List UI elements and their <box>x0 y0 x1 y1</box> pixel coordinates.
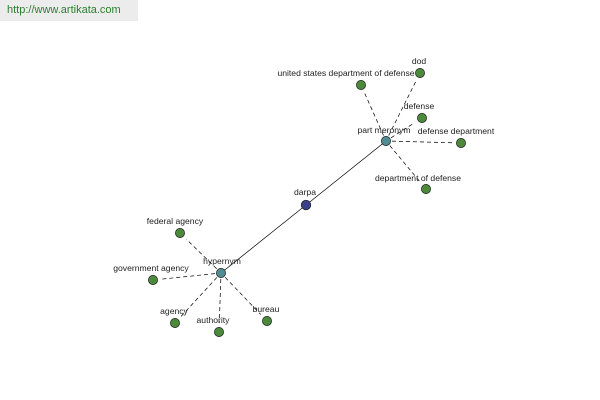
label-united-states-department-of-defense: united states department of defense <box>277 68 414 78</box>
edge-part-meronym-dod <box>388 80 417 136</box>
node-defense[interactable] <box>417 113 427 123</box>
edge-hypernym-agency <box>180 277 218 317</box>
node-department-of-defense[interactable] <box>421 184 431 194</box>
edge-part-meronym-united-states-department-of-defense <box>364 93 384 136</box>
node-united-states-department-of-defense[interactable] <box>356 80 366 90</box>
edge-part-meronym <box>305 140 387 206</box>
relation-node-hypernym[interactable] <box>216 268 226 278</box>
edge-hypernym-bureau <box>224 277 262 315</box>
edge-hypernym-federal-agency <box>186 239 217 270</box>
label-bureau: bureau <box>253 304 280 314</box>
node-dod[interactable] <box>415 68 425 78</box>
graph-labels: united states department of defense dod de… <box>113 56 495 325</box>
node-government-agency[interactable] <box>148 275 158 285</box>
artikata-link-text: http://www.artikata.com <box>7 4 121 16</box>
label-government-agency: government agency <box>113 263 189 273</box>
node-bureau[interactable] <box>262 316 272 326</box>
edge-hypernym <box>220 204 307 274</box>
graph-nodes <box>148 68 466 337</box>
label-authority: authority <box>197 315 231 325</box>
node-federal-agency[interactable] <box>175 228 185 238</box>
node-authority[interactable] <box>214 327 224 337</box>
label-defense-department: defense department <box>418 126 495 136</box>
label-federal-agency: federal agency <box>147 216 204 226</box>
relation-label-hypernym: hypernym <box>203 256 241 266</box>
label-defense: defense <box>404 101 435 111</box>
edge-part-meronym-defense <box>390 122 415 139</box>
center-word-label: darpa <box>294 187 316 197</box>
edge-part-meronym-department-of-defense <box>389 145 421 183</box>
relation-node-part-meronym[interactable] <box>381 136 391 146</box>
relation-label-part-meronym: part meronym <box>357 125 410 135</box>
label-department-of-defense: department of defense <box>375 173 461 183</box>
node-defense-department[interactable] <box>456 138 466 148</box>
edge-part-meronym-defense-department <box>391 140 453 144</box>
label-agency: agency <box>160 306 188 316</box>
artikata-link[interactable]: http://www.artikata.com <box>0 0 138 21</box>
label-dod: dod <box>412 56 427 66</box>
graph-edges <box>161 80 453 324</box>
edge-hypernym-authority <box>218 278 222 324</box>
node-agency[interactable] <box>170 318 180 328</box>
edge-hypernym-government-agency <box>161 273 216 280</box>
center-word-node[interactable] <box>300 199 312 211</box>
